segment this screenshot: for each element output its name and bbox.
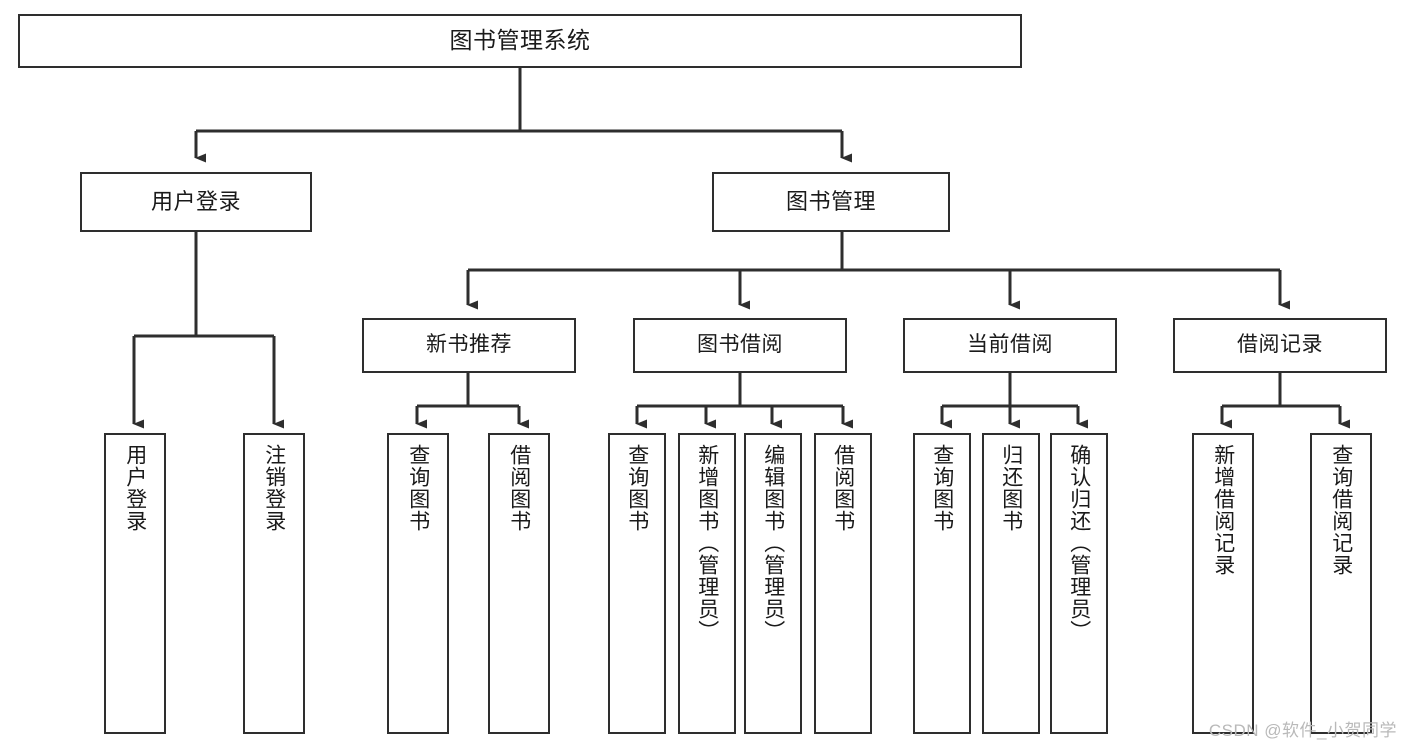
node-label: 图书借阅 [697,333,783,357]
node-leaf-confirm-return[interactable]: 确认归还（管理员） [1050,433,1108,734]
node-book-management-system[interactable]: 图书管理系统 [18,14,1022,68]
node-label: 借阅图书 [507,444,531,532]
node-label: 新书推荐 [426,333,512,357]
csdn-watermark: CSDN @软件_小贺同学 [1208,721,1397,740]
node-new-book-recommend[interactable]: 新书推荐 [362,318,576,373]
node-leaf-query-borrow-record[interactable]: 查询借阅记录 [1310,433,1372,734]
node-borrow-record[interactable]: 借阅记录 [1173,318,1387,373]
node-label: 用户登录 [123,444,147,532]
node-user-login[interactable]: 用户登录 [80,172,312,232]
node-current-borrow[interactable]: 当前借阅 [903,318,1117,373]
node-leaf-query-book-1[interactable]: 查询图书 [387,433,449,734]
node-leaf-user-login[interactable]: 用户登录 [104,433,166,734]
node-label: 用户登录 [150,189,241,215]
node-leaf-edit-book[interactable]: 编辑图书（管理员） [744,433,802,734]
node-leaf-query-book-2[interactable]: 查询图书 [608,433,666,734]
node-leaf-borrow-book-2[interactable]: 借阅图书 [814,433,872,734]
node-label: 新增借阅记录 [1211,444,1235,576]
node-label: 新增图书（管理员） [695,444,719,642]
node-label: 借阅图书 [831,444,855,532]
node-label: 当前借阅 [967,333,1053,357]
node-label: 查询图书 [406,444,430,532]
node-leaf-add-book[interactable]: 新增图书（管理员） [678,433,736,734]
node-label: 注销登录 [262,444,286,532]
node-label: 编辑图书（管理员） [761,444,785,642]
node-label: 归还图书 [999,444,1023,532]
node-leaf-query-book-3[interactable]: 查询图书 [913,433,971,734]
node-label: 图书管理 [785,189,876,215]
node-book-borrow[interactable]: 图书借阅 [633,318,847,373]
node-leaf-borrow-book-1[interactable]: 借阅图书 [488,433,550,734]
node-label: 图书管理系统 [449,27,591,54]
node-book-management[interactable]: 图书管理 [712,172,950,232]
node-label: 查询图书 [625,444,649,532]
node-leaf-return-book[interactable]: 归还图书 [982,433,1040,734]
node-leaf-logout-login[interactable]: 注销登录 [243,433,305,734]
node-label: 借阅记录 [1237,333,1323,357]
node-label: 确认归还（管理员） [1067,444,1091,642]
node-label: 查询图书 [930,444,954,532]
node-leaf-add-borrow-record[interactable]: 新增借阅记录 [1192,433,1254,734]
node-label: 查询借阅记录 [1329,444,1353,576]
